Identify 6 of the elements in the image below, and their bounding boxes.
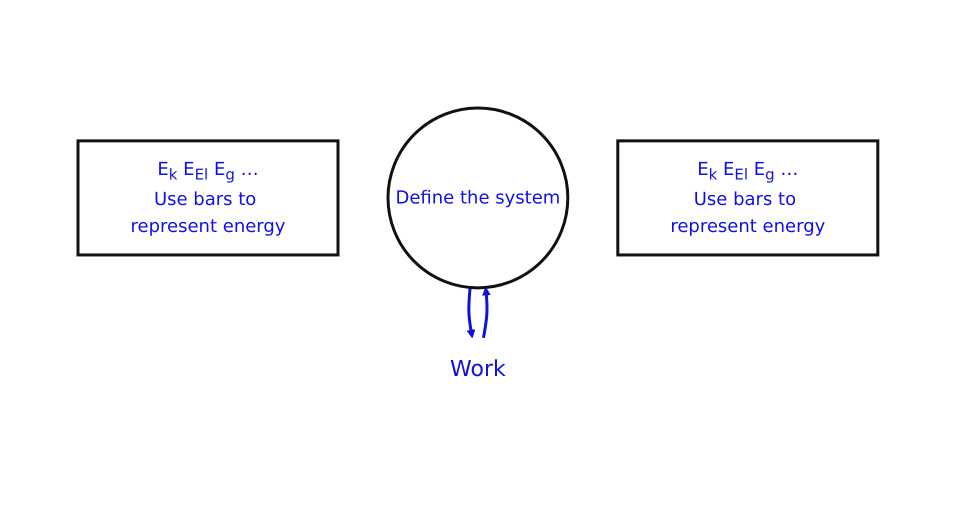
node-circle: Define the system (386, 106, 570, 290)
arrow (466, 287, 476, 338)
node-text: Work (450, 356, 506, 382)
node-box: E$_{k}$ E$_{El}$ E$_{g}$ … Use bars to represent energy (76, 139, 340, 257)
arrow (482, 287, 491, 338)
node-box: E$_{k}$ E$_{El}$ E$_{g}$ … Use bars to represent energy (616, 139, 880, 257)
